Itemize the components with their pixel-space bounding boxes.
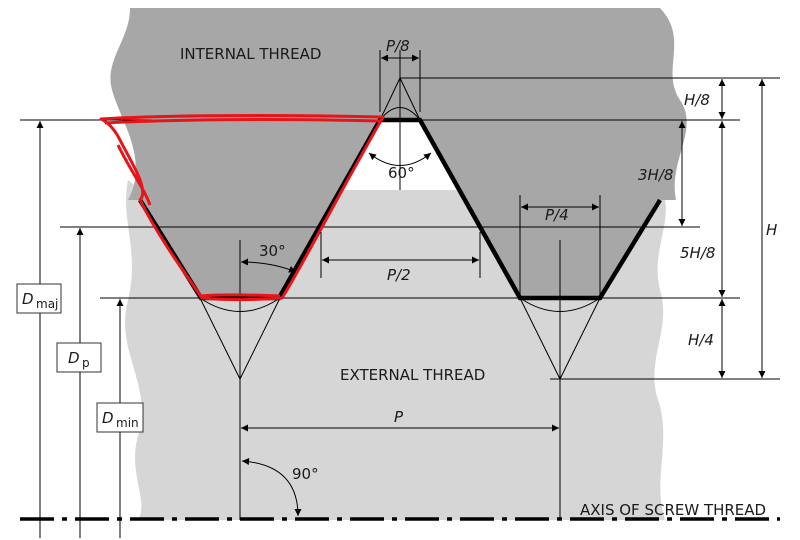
dmaj-label: D maj bbox=[16, 283, 62, 314]
angle-30-label: 30° bbox=[259, 242, 286, 260]
internal-thread-region bbox=[110, 8, 687, 298]
root-arc-left bbox=[199, 297, 281, 312]
svg-text:min: min bbox=[116, 416, 139, 430]
axis-label: AXIS OF SCREW THREAD bbox=[580, 501, 766, 519]
svg-text:D: D bbox=[102, 409, 114, 427]
p-label: P bbox=[394, 408, 404, 426]
p4-label: P/4 bbox=[545, 206, 569, 224]
construction-line bbox=[199, 297, 241, 380]
svg-text:D: D bbox=[22, 290, 34, 308]
red-markup-stroke bbox=[104, 118, 381, 298]
construction-line bbox=[559, 297, 601, 380]
angle-90-label: 90° bbox=[292, 465, 319, 483]
dmin-label: D min bbox=[96, 402, 144, 433]
angle-60-arc bbox=[368, 152, 432, 166]
construction-line bbox=[519, 297, 561, 380]
dp-label: D p bbox=[56, 342, 102, 373]
internal-thread-label: INTERNAL THREAD bbox=[180, 45, 321, 63]
red-markup-outline bbox=[99, 114, 385, 301]
angle-90-arc bbox=[241, 458, 302, 517]
svg-text:maj: maj bbox=[36, 297, 58, 311]
external-thread-label: EXTERNAL THREAD bbox=[340, 366, 485, 384]
h-label: H bbox=[766, 221, 777, 239]
angle-60-label: 60° bbox=[388, 164, 415, 182]
p8-label: P/8 bbox=[386, 37, 410, 55]
construction-line bbox=[379, 77, 401, 121]
svg-text:p: p bbox=[82, 356, 90, 370]
h8-label: H/8 bbox=[684, 91, 710, 109]
construction-line bbox=[399, 77, 421, 121]
construction-line bbox=[239, 297, 281, 380]
angle-30-arc bbox=[240, 258, 297, 273]
p2-label: P/2 bbox=[387, 266, 411, 284]
5h8-label: 5H/8 bbox=[680, 244, 715, 262]
3h8-label: 3H/8 bbox=[638, 166, 673, 184]
h4-label: H/4 bbox=[688, 331, 714, 349]
svg-text:D: D bbox=[68, 349, 80, 367]
root-arc-right bbox=[519, 297, 601, 312]
